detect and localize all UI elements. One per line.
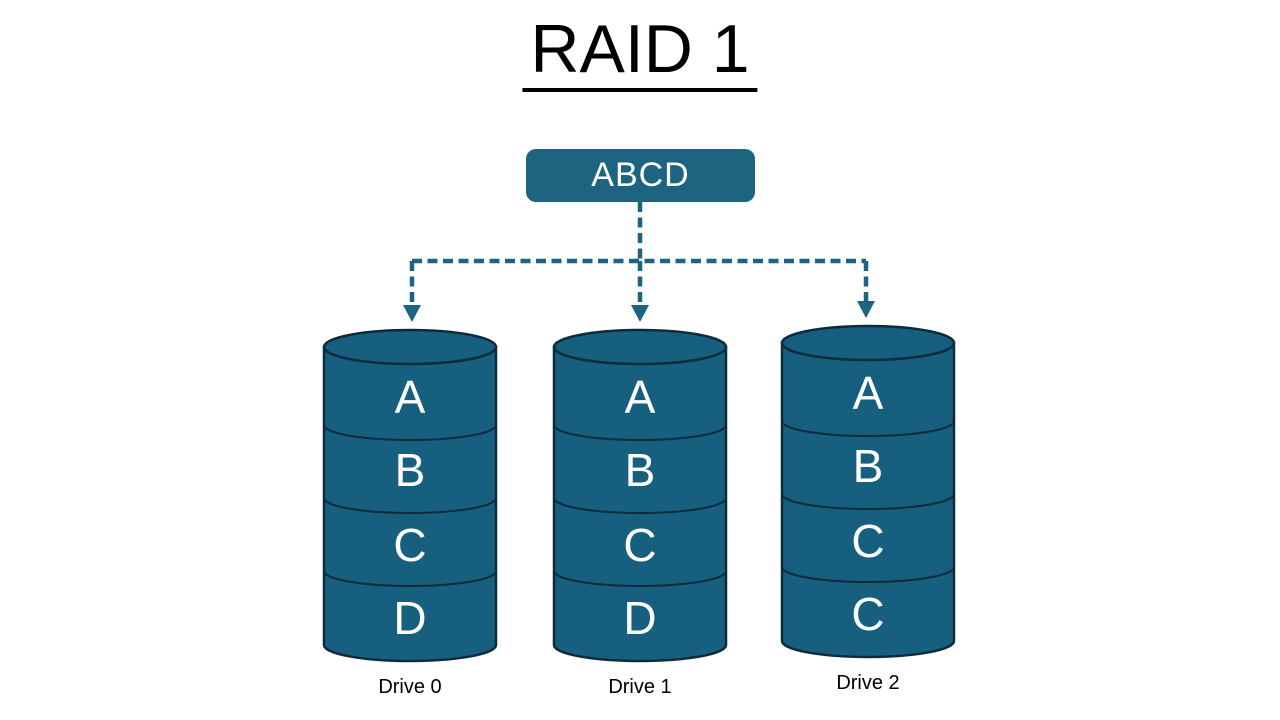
disk-block: C — [851, 515, 885, 567]
drive-0-cylinder-icon — [322, 328, 498, 663]
arrowhead-drive2-icon — [857, 301, 875, 318]
disk-block: A — [852, 367, 884, 419]
drive-2-cylinder-icon — [780, 324, 956, 659]
disk-block: C — [393, 519, 427, 571]
disk-block: D — [623, 592, 657, 644]
drive-0: A B C D Drive 0 — [322, 328, 498, 708]
drive-1-label: Drive 1 — [608, 676, 672, 698]
drive-1: A B C D Drive 1 — [552, 328, 728, 708]
drive-2-label: Drive 2 — [836, 672, 900, 694]
drive-1-cylinder-icon — [552, 328, 728, 663]
drive-2: A B C C Drive 2 — [780, 324, 956, 704]
arrowhead-drive0-icon — [403, 305, 421, 322]
disk-block: D — [393, 592, 427, 644]
disk-block: C — [623, 519, 657, 571]
data-source-box: ABCD — [526, 149, 755, 202]
disk-block: A — [624, 371, 656, 423]
disk-block: B — [624, 444, 656, 496]
disk-block: A — [394, 371, 426, 423]
arrowhead-drive1-icon — [631, 305, 649, 322]
data-source-label: ABCD — [591, 156, 690, 194]
page-title: RAID 1 — [522, 13, 758, 93]
disk-block: B — [852, 440, 884, 492]
disk-block: C — [851, 588, 885, 640]
disk-block: B — [394, 444, 426, 496]
drive-0-label: Drive 0 — [378, 676, 442, 698]
